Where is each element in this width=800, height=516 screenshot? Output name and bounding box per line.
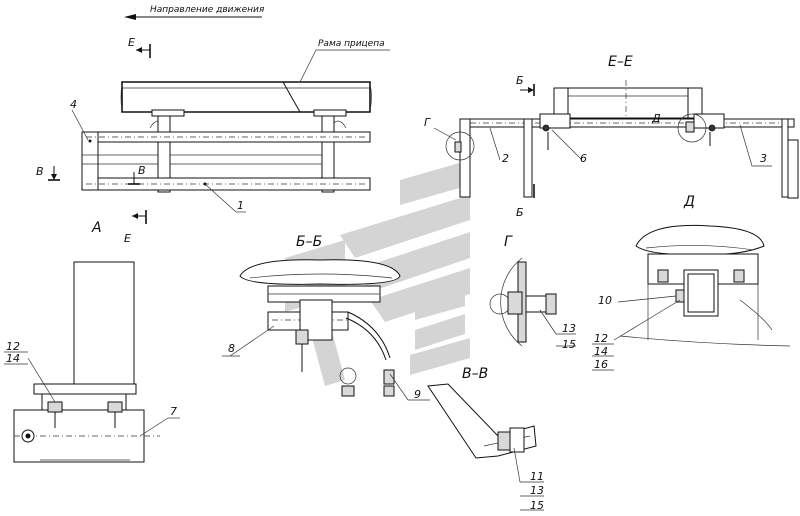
view-b-b-title: Б–Б (296, 234, 322, 250)
callout-7: 7 (170, 405, 177, 418)
callout-12-a: 12 (6, 340, 20, 353)
section-mark-b-bottom: Б (516, 206, 524, 219)
callout-14-a: 14 (6, 352, 20, 365)
callout-2: 2 (502, 152, 509, 165)
view-a: А 12 14 7 (4, 220, 180, 463)
section-mark-g: Г (424, 116, 431, 129)
view-v-v-title: В–В (462, 366, 488, 382)
main-side-view: Рама прицепа Е Е В В 4 1 (36, 36, 390, 245)
section-mark-d: Д (651, 112, 661, 125)
callout-15-v: 15 (530, 499, 544, 512)
callout-13-g: 13 (562, 322, 576, 335)
direction-arrow: Направление движения (124, 5, 265, 20)
section-mark-b-top: Б (516, 74, 524, 87)
view-e-e-title: Е–Е (608, 54, 633, 70)
callout-9: 9 (414, 388, 421, 401)
callout-16-d: 16 (594, 358, 608, 371)
callout-15-g: 15 (562, 338, 576, 351)
callout-10: 10 (598, 294, 612, 307)
callout-12-d: 12 (594, 332, 608, 345)
callout-1: 1 (237, 199, 244, 212)
view-a-title: А (91, 220, 102, 236)
view-g-title: Г (504, 234, 513, 250)
callout-8: 8 (228, 342, 235, 355)
frame-label: Рама прицепа (318, 39, 385, 49)
view-b-b: Б–Б 8 9 (222, 234, 430, 401)
view-g: Г 13 15 (489, 234, 576, 351)
section-mark-e-top: Е (128, 36, 135, 49)
callout-3: 3 (760, 152, 767, 165)
view-e-e: Е–Е Б Б Г Д (424, 54, 799, 219)
section-mark-e-bottom: Е (124, 232, 131, 245)
callout-6: 6 (580, 152, 587, 165)
callout-13-v: 13 (530, 484, 544, 497)
view-v-v: В–В 11 13 15 (427, 366, 544, 512)
view-d: Д 10 12 14 16 (592, 194, 791, 371)
callout-14-d: 14 (594, 345, 608, 358)
direction-label: Направление движения (150, 5, 265, 15)
section-mark-v-right: В (138, 164, 146, 177)
view-d-title: Д (683, 194, 695, 210)
callout-11: 11 (530, 470, 544, 483)
section-mark-v-left: В (36, 165, 44, 178)
callout-4: 4 (70, 98, 77, 111)
